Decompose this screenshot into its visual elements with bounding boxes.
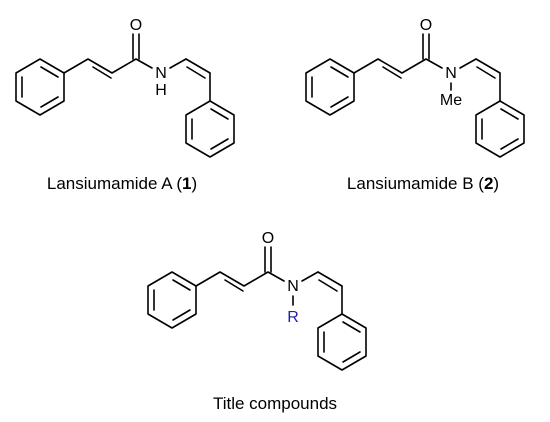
phenyl-ring-right-a	[185, 100, 235, 158]
enamide-double-bond	[186, 66, 206, 79]
aromatic-double-bond	[342, 351, 361, 363]
lansiumamide-a-caption: Lansiumamide A (1)	[47, 174, 197, 193]
cinnamoyl-chain-b	[353, 58, 443, 74]
enamide-bond	[169, 58, 187, 69]
alkene-double-bond	[92, 66, 112, 79]
enamide-double-bond	[318, 279, 338, 292]
aromatic-double-bond	[330, 66, 349, 78]
methyl-label: Me	[440, 92, 462, 109]
phenyl-ring-left-a	[15, 58, 65, 116]
aromatic-double-bond	[330, 96, 349, 108]
enamide-bond	[301, 271, 319, 282]
enamide-double-bond	[475, 58, 501, 74]
enamide-double-bond	[185, 58, 211, 74]
caption-text: Lansiumamide A (	[47, 174, 182, 193]
oxygen-label: O	[420, 17, 432, 34]
aromatic-double-bond	[172, 309, 191, 321]
oxygen-label: O	[130, 17, 142, 34]
caption-text: Lansiumamide B (	[347, 174, 484, 193]
aromatic-double-bond	[210, 138, 229, 150]
lansiumamide-b-structure: O N Me	[305, 17, 525, 158]
aromatic-double-bond	[500, 138, 519, 150]
amide-nitrogen-label: N	[445, 65, 457, 82]
title-compound-structure: O N R	[147, 230, 367, 371]
amide-hydrogen-label: H	[155, 82, 167, 99]
enamide-double-bond	[317, 271, 343, 287]
lansiumamide-b-caption: Lansiumamide B (2)	[347, 174, 499, 193]
phenyl-ring-left-title	[147, 271, 197, 329]
amide-nitrogen-label: N	[155, 65, 167, 82]
r-group-label: R	[287, 309, 299, 326]
aromatic-double-bond	[500, 108, 519, 120]
enamide-bond	[459, 58, 477, 69]
oxygen-label: O	[262, 230, 274, 247]
enamide-double-bond	[476, 66, 496, 79]
caption-text: )	[493, 174, 499, 193]
compound-number: 1	[182, 174, 191, 193]
phenyl-ring-right-b	[475, 100, 525, 158]
aromatic-double-bond	[40, 66, 59, 78]
amide-nitrogen-label: N	[287, 278, 299, 295]
cinnamoyl-chain-title	[195, 271, 285, 287]
cinnamoyl-chain-a	[63, 58, 153, 74]
alkene-double-bond	[382, 66, 402, 79]
caption-text: )	[191, 174, 197, 193]
alkene-double-bond	[224, 279, 244, 292]
phenyl-ring-left-b	[305, 58, 355, 116]
aromatic-double-bond	[172, 279, 191, 291]
phenyl-ring-right-title	[317, 313, 367, 371]
title-compounds-caption: Title compounds	[213, 394, 337, 413]
aromatic-double-bond	[210, 108, 229, 120]
compound-number: 2	[484, 174, 493, 193]
aromatic-double-bond	[40, 96, 59, 108]
lansiumamide-a-structure: O N H	[15, 17, 235, 158]
aromatic-double-bond	[342, 321, 361, 333]
